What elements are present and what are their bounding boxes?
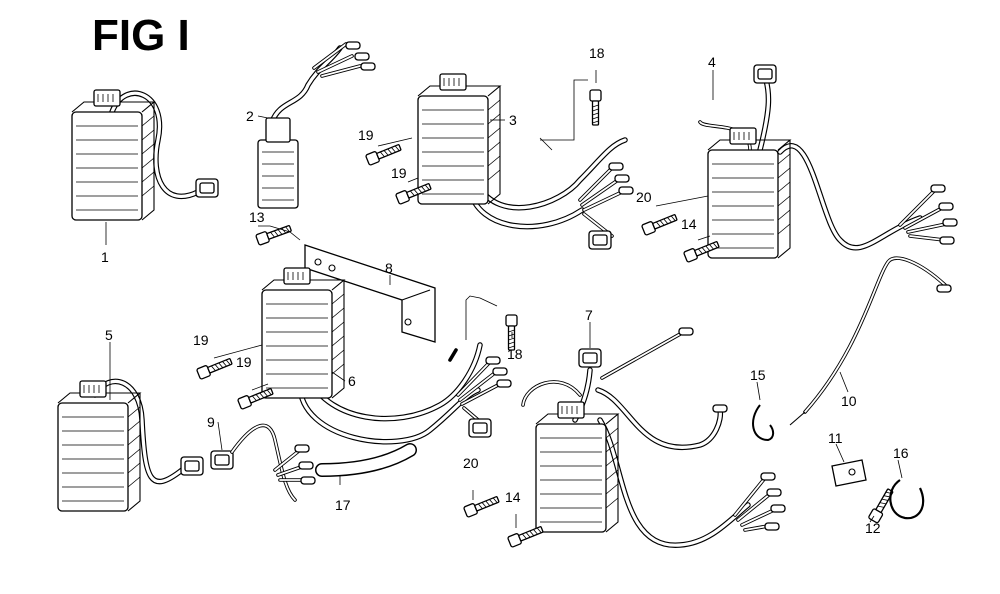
regulator-part-3 [417,73,634,250]
callout-16: 16 [893,445,909,461]
regulator-part-6 [261,267,512,445]
regulator-part-5 [57,378,204,512]
harness-part-9 [210,423,316,502]
callout-6: 6 [348,373,356,389]
callout-20a: 20 [636,189,652,205]
regulator-part-2 [257,41,376,209]
regulator-part-1 [71,89,219,221]
callout-9: 9 [207,414,215,430]
bolt-part-18a [589,89,602,126]
bolt-part-18b [505,314,518,351]
callout-2: 2 [246,108,254,124]
callout-10: 10 [841,393,857,409]
callout-19c: 19 [193,332,209,348]
bolt-part-20a [640,211,679,237]
callout-18b: 18 [507,346,523,362]
callout-19d: 19 [236,354,252,370]
figure-title: FIG I [92,11,190,60]
callout-15: 15 [750,367,766,383]
regulator-part-7 [521,327,786,548]
callout-14b: 14 [505,489,521,505]
callout-7: 7 [585,307,593,323]
cable-part-10 [789,256,952,426]
clamp-part-16 [889,479,925,520]
callout-19b: 19 [391,165,407,181]
tube-part-17 [315,443,417,477]
callout-labels: 1 2 3 4 5 6 7 8 9 10 11 12 13 14 14 15 1… [101,45,909,536]
callout-4: 4 [708,54,716,70]
clip-part-15 [752,404,775,442]
stay-part-11 [831,459,867,487]
callout-17: 17 [335,497,351,513]
leader-lines [105,70,903,528]
bolt-part-14b [506,523,545,549]
bolt-part-20b [462,493,501,519]
callout-13: 13 [249,209,265,225]
callout-20b: 20 [463,455,479,471]
callout-8: 8 [385,260,393,276]
callout-11: 11 [828,430,843,446]
callout-5: 5 [105,327,113,343]
callout-12: 12 [865,520,881,536]
callout-3: 3 [509,112,517,128]
regulator-part-4 [698,64,958,259]
callout-18a: 18 [589,45,605,61]
callout-14a: 14 [681,216,697,232]
bolt-part-19c [195,355,234,381]
callout-1: 1 [101,249,109,265]
callout-19a: 19 [358,127,374,143]
bolt-part-19a [364,141,403,167]
